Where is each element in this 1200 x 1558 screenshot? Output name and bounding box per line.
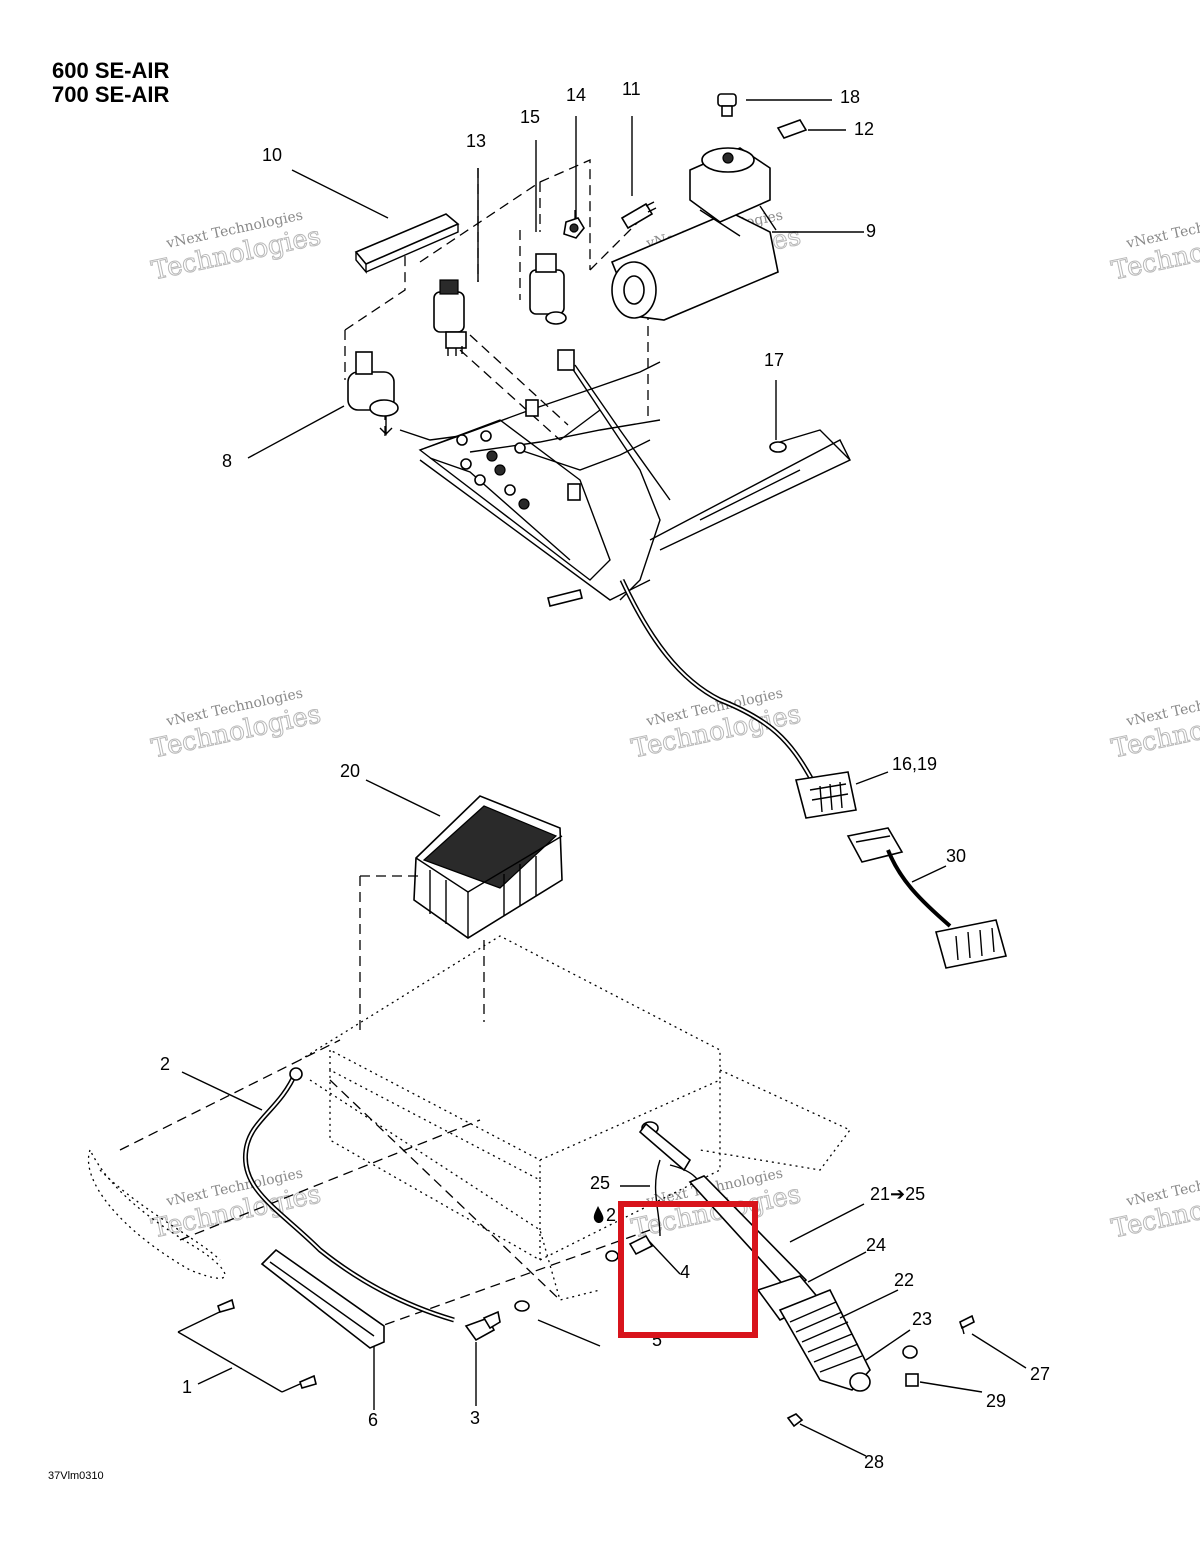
lower-guide-lines [119, 875, 651, 1331]
part-10-bar [354, 213, 460, 274]
highlight-box [618, 1201, 758, 1338]
model-title-2: 700 SE-AIR [52, 82, 170, 107]
part-4-fitting [628, 1234, 681, 1275]
callout-11: 11 [622, 79, 641, 99]
chassis-tunnel [87, 935, 852, 1301]
callout-2: 2 [160, 1054, 170, 1074]
part-27-bolt [959, 1314, 975, 1335]
part-9-compressor [610, 147, 779, 321]
callout-24: 24 [866, 1235, 886, 1255]
part-2-hose [242, 1067, 455, 1323]
callout-1: 1 [182, 1377, 192, 1397]
callout-16-19: 16,19 [892, 754, 937, 774]
part-23-bushing [902, 1345, 918, 1359]
part-14-nut [563, 217, 585, 239]
model-title-1: 600 SE-AIR [52, 58, 170, 83]
callout-10: 10 [262, 145, 282, 165]
callout-28: 28 [864, 1452, 884, 1472]
callout-22: 22 [894, 1270, 914, 1290]
part-5-washer [514, 1250, 619, 1347]
callout-9: 9 [866, 221, 876, 241]
callout-17: 17 [764, 350, 784, 370]
part-30-adapter-harness [846, 827, 1008, 969]
part-15-sensor [529, 253, 567, 325]
callout-14: 14 [566, 85, 586, 105]
shock-upper-link [638, 1121, 703, 1237]
wiring-harness [619, 578, 815, 782]
air-line-network [399, 349, 851, 607]
callout-6: 6 [368, 1410, 378, 1430]
part-20-control-module [413, 795, 563, 939]
part-3-elbow [464, 1310, 501, 1380]
part-16-19-connector [795, 771, 857, 819]
leader-lines [181, 99, 1027, 1457]
watermark-group: vNext Technologies Technologies vNext Te… [148, 207, 1200, 1245]
part-8-solenoid [347, 351, 399, 436]
figure-id: 37Vlm0310 [48, 1470, 104, 1482]
sealant-drop-icon [593, 1206, 604, 1224]
part-11-fitting [620, 201, 657, 230]
callout-8: 8 [222, 451, 232, 471]
callout-21-25: 21➔25 [870, 1184, 925, 1204]
part-29-spacer [905, 1373, 919, 1387]
callout-29: 29 [986, 1391, 1006, 1411]
callout-25: 25 [590, 1173, 610, 1193]
callout-4: 4 [680, 1262, 690, 1282]
callout-labels: 10 13 15 14 11 18 12 9 8 17 16,19 30 20 … [160, 79, 1050, 1472]
callout-23: 23 [912, 1309, 932, 1329]
callout-27: 27 [1030, 1364, 1050, 1384]
callout-15: 15 [520, 107, 540, 127]
callout-13: 13 [466, 131, 486, 151]
valve-block [418, 419, 611, 581]
part-1-bracket [177, 1298, 317, 1393]
part-13-sensor [433, 279, 467, 356]
callout-5: 5 [652, 1330, 662, 1350]
callout-30: 30 [946, 846, 966, 866]
part-18-plug [717, 93, 737, 117]
callout-20: 20 [340, 761, 360, 781]
part-28-nut [786, 1413, 804, 1428]
callout-12: 12 [854, 119, 874, 139]
callout-18: 18 [840, 87, 860, 107]
callout-3: 3 [470, 1408, 480, 1428]
part-12-nipple [776, 119, 808, 139]
callout-2-drop: 2 [606, 1205, 616, 1225]
part-6-rail [260, 1248, 385, 1349]
